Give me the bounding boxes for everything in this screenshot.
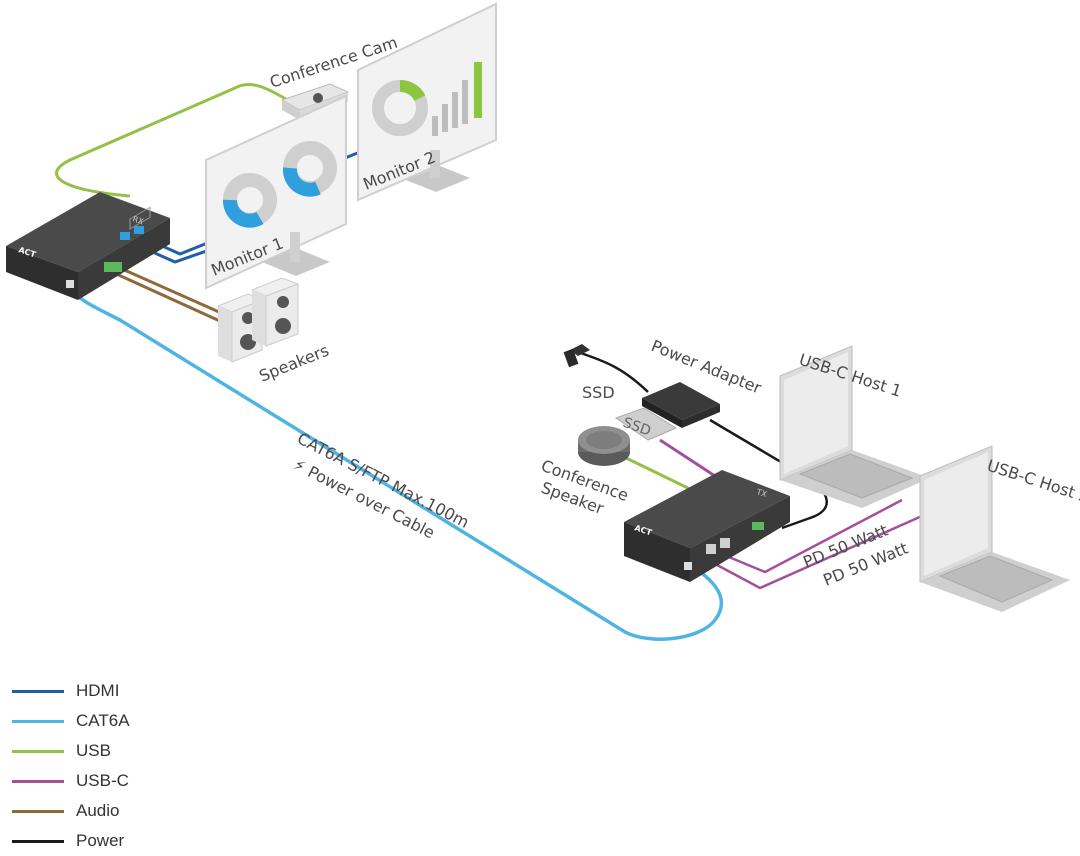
legend-label-power: Power — [76, 831, 125, 850]
legend-label-hdmi: HDMI — [76, 681, 120, 700]
rx-usb-port — [134, 226, 144, 234]
usbc-host-1-laptop — [779, 345, 930, 508]
cable-legend: HDMI CAT6A USB USB-C Audio Power — [12, 676, 232, 856]
legend-item-usb: USB — [12, 736, 232, 766]
speakers — [216, 277, 300, 363]
tx-badge-label: TX — [754, 487, 768, 499]
legend-swatch-hdmi — [12, 689, 64, 693]
tx-usbc-port-2 — [720, 538, 730, 548]
ssd-drive: SSD — [614, 407, 678, 441]
legend-item-usbc: USB-C — [12, 766, 232, 796]
power-adapter — [563, 344, 720, 428]
tx-power-port — [752, 522, 764, 530]
rx-badge-label: RX — [131, 214, 145, 226]
tx-extender-device: ACT TX — [624, 470, 790, 582]
legend-label-usb: USB — [76, 741, 111, 760]
legend-swatch-usb — [12, 749, 64, 753]
legend-swatch-usbc — [12, 779, 64, 783]
conference-speaker — [578, 426, 630, 466]
legend-label-usbc: USB-C — [76, 771, 129, 790]
usb-cable-speaker — [621, 454, 693, 492]
legend-item-audio: Audio — [12, 796, 232, 826]
usbc-cable-ssd — [659, 438, 716, 478]
cat6a-cable — [70, 288, 724, 641]
monitor-2 — [357, 2, 497, 202]
usbc-cable-host2 — [703, 514, 923, 590]
legend-item-power: Power — [12, 826, 232, 856]
ssd-label: SSD — [582, 383, 615, 402]
legend-item-hdmi: HDMI — [12, 676, 232, 706]
legend-item-cat6a: CAT6A — [12, 706, 232, 736]
tx-usbc-port-1 — [706, 544, 716, 554]
audio-cable-1 — [111, 270, 223, 324]
tx-rj45-port — [684, 562, 692, 570]
rx-rj45-port — [66, 280, 74, 288]
rx-hdmi-port — [120, 232, 130, 240]
legend-swatch-cat6a — [12, 719, 64, 723]
speakers-label: Speakers — [256, 341, 331, 386]
legend-swatch-audio — [12, 809, 64, 813]
usb-cable-cam — [55, 83, 301, 198]
legend-label-audio: Audio — [76, 801, 120, 820]
usbc-host-2-laptop — [919, 445, 1070, 612]
monitor-1 — [205, 94, 347, 290]
legend-swatch-power — [12, 839, 64, 843]
rx-audio-terminal — [104, 262, 122, 272]
legend-label-cat6a: CAT6A — [76, 711, 130, 730]
usbc-host-2-label: USB-C Host 2 — [985, 456, 1080, 507]
rx-extender-device: ACT RX — [6, 192, 170, 300]
audio-cable-2 — [119, 266, 229, 318]
